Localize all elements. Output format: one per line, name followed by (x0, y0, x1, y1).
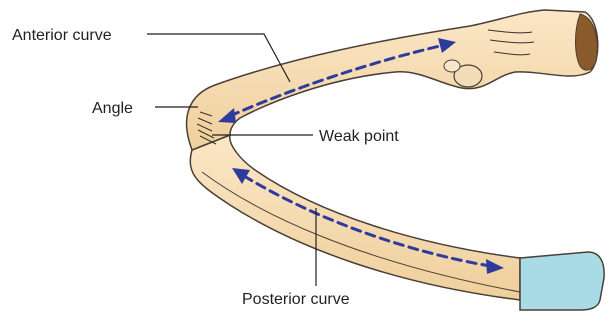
label-anterior-curve: Anterior curve (12, 27, 112, 44)
rib-posterior-shaft (190, 135, 520, 300)
costal-cartilage (520, 252, 604, 310)
label-weak-point: Weak point (319, 128, 399, 145)
rib-tubercle-facet (444, 60, 460, 72)
label-posterior-curve: Posterior curve (242, 291, 350, 308)
label-angle: Angle (92, 100, 133, 117)
